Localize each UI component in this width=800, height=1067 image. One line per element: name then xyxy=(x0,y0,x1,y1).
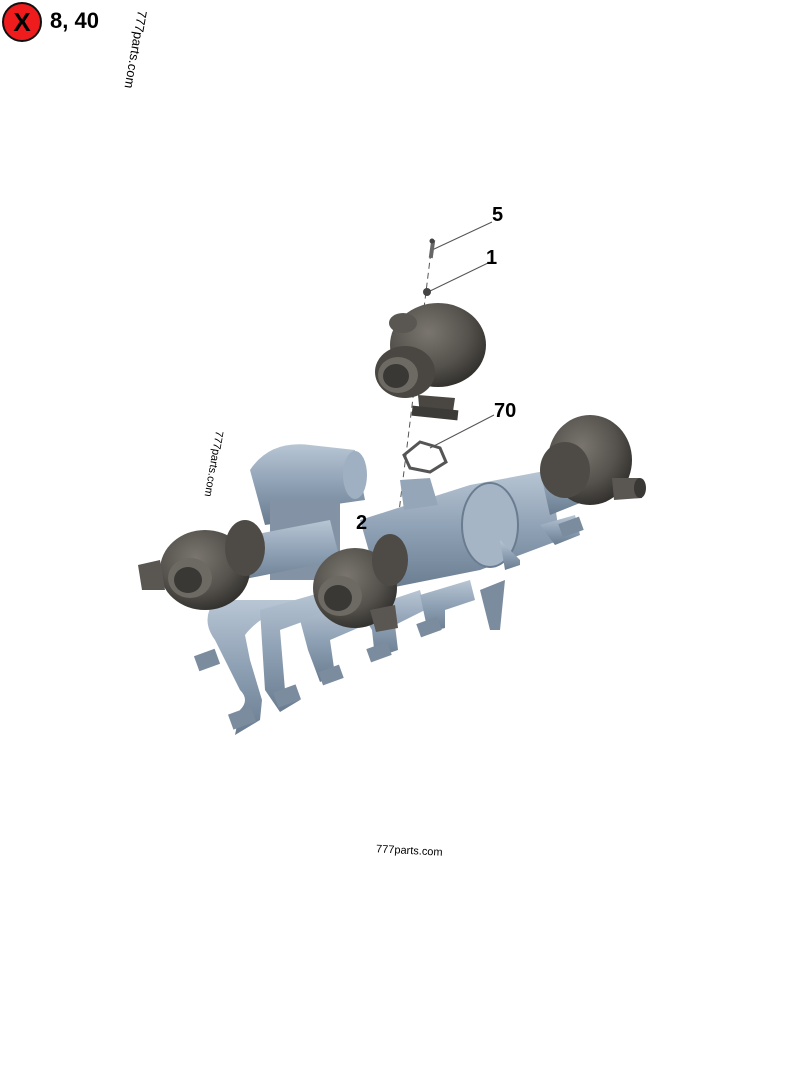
callout-1: 1 xyxy=(486,247,498,269)
reference-label: 8, 40 xyxy=(50,8,99,33)
callout-2: 2 xyxy=(356,512,368,534)
part-1-nut xyxy=(423,288,431,296)
upper-turbocharger xyxy=(375,303,486,421)
close-icon: X xyxy=(13,7,31,37)
part-70-gasket xyxy=(402,440,448,474)
center-turbocharger xyxy=(313,534,408,632)
right-turbocharger xyxy=(540,415,646,505)
left-turbocharger xyxy=(138,520,265,610)
callout-5: 5 xyxy=(492,204,504,226)
callout-70: 70 xyxy=(494,400,517,422)
part-5-bolt xyxy=(428,238,436,259)
close-button[interactable]: X xyxy=(2,2,42,42)
